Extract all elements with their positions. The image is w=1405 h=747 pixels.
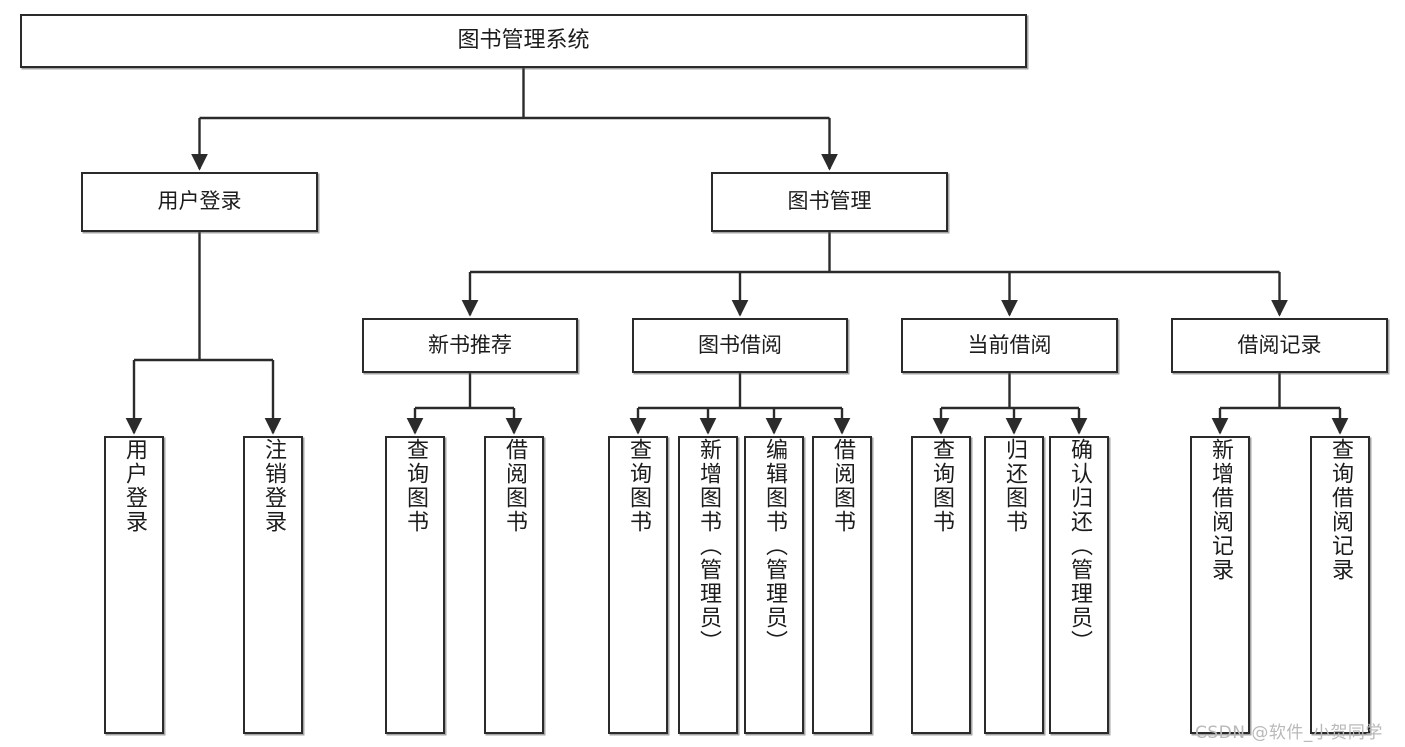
node-current-borrow[interactable]: 当前借阅	[901, 318, 1118, 373]
node-book-borrow[interactable]: 图书借阅	[632, 318, 848, 373]
node-leaf-user-login-label: 用户登录	[122, 438, 147, 534]
node-leaf-query-book-2[interactable]: 查询图书	[608, 436, 668, 734]
node-leaf-confirm-return-admin-label: 确认归还（管理员）	[1067, 438, 1092, 654]
node-user-login[interactable]: 用户登录	[81, 172, 318, 232]
node-book-borrow-label: 图书借阅	[698, 332, 782, 357]
node-leaf-borrow-book-1-label: 借阅图书	[502, 438, 527, 534]
node-borrow-record-label: 借阅记录	[1237, 332, 1322, 357]
node-leaf-edit-book-admin-label: 编辑图书（管理员）	[762, 438, 787, 654]
node-borrow-record[interactable]: 借阅记录	[1171, 318, 1388, 373]
node-root[interactable]: 图书管理系统	[20, 14, 1027, 68]
node-leaf-query-book-2-label: 查询图书	[626, 438, 651, 534]
node-leaf-query-book-1-label: 查询图书	[403, 438, 428, 534]
node-root-label: 图书管理系统	[457, 27, 590, 53]
node-book-management[interactable]: 图书管理	[711, 172, 948, 232]
node-leaf-logout-label: 注销登录	[261, 438, 286, 534]
node-leaf-query-book-3-label: 查询图书	[929, 438, 954, 534]
node-leaf-add-borrow-record-label: 新增借阅记录	[1208, 438, 1233, 582]
node-leaf-borrow-book-2-label: 借阅图书	[830, 438, 855, 534]
node-new-book-recommend[interactable]: 新书推荐	[362, 318, 578, 373]
node-leaf-query-book-1[interactable]: 查询图书	[385, 436, 445, 734]
node-leaf-add-borrow-record[interactable]: 新增借阅记录	[1190, 436, 1250, 734]
csdn-watermark: CSDN @软件_小贺同学	[1195, 723, 1383, 743]
node-leaf-user-login[interactable]: 用户登录	[104, 436, 164, 734]
node-new-book-recommend-label: 新书推荐	[428, 332, 512, 357]
node-leaf-add-book-admin[interactable]: 新增图书（管理员）	[678, 436, 738, 734]
node-current-borrow-label: 当前借阅	[967, 332, 1052, 357]
node-book-management-label: 图书管理	[787, 189, 872, 214]
node-leaf-query-book-3[interactable]: 查询图书	[911, 436, 971, 734]
node-leaf-logout[interactable]: 注销登录	[243, 436, 303, 734]
node-leaf-return-book-label: 归还图书	[1002, 438, 1027, 534]
node-leaf-query-borrow-record-label: 查询借阅记录	[1328, 438, 1353, 582]
node-leaf-edit-book-admin[interactable]: 编辑图书（管理员）	[744, 436, 804, 734]
node-leaf-query-borrow-record[interactable]: 查询借阅记录	[1310, 436, 1370, 734]
node-leaf-borrow-book-2[interactable]: 借阅图书	[812, 436, 872, 734]
node-leaf-return-book[interactable]: 归还图书	[984, 436, 1044, 734]
node-leaf-add-book-admin-label: 新增图书（管理员）	[696, 438, 721, 654]
node-user-login-label: 用户登录	[157, 189, 242, 214]
node-leaf-confirm-return-admin[interactable]: 确认归还（管理员）	[1049, 436, 1109, 734]
node-leaf-borrow-book-1[interactable]: 借阅图书	[484, 436, 544, 734]
